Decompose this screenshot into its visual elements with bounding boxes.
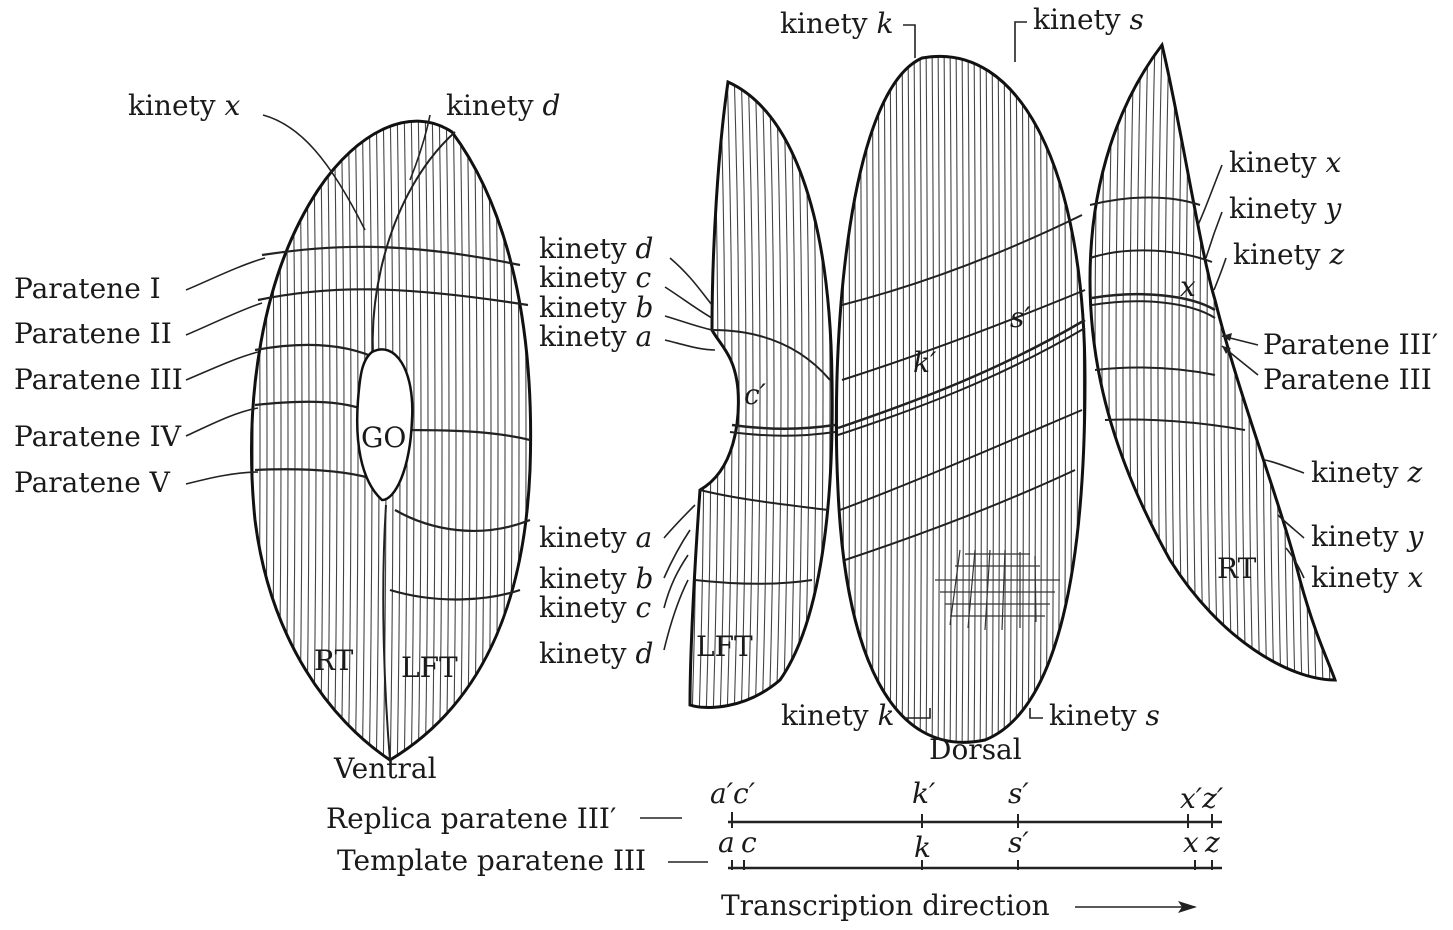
dorsal-inner-c-prime: c′ — [744, 378, 767, 411]
template-tick-x: x — [1183, 826, 1199, 859]
transcription-diagram: Replica paratene III′ a′c′ k′ s′ x′z′ Te… — [326, 777, 1224, 922]
dorsal-left-kinety-d-lower: kinety d — [539, 637, 653, 670]
paratene-iii-label: Paratene III — [14, 363, 183, 396]
dorsal-right-kinety-y-lower: kinety y — [1311, 520, 1425, 553]
paratene-v-label: Paratene V — [14, 466, 171, 499]
dorsal-caption: Dorsal — [929, 733, 1022, 766]
paratene-ii-line — [257, 288, 529, 307]
dorsal-top-kinety-s-label: kinety s — [1033, 3, 1144, 36]
dorsal-left-kinety-a-upper: kinety a — [539, 320, 652, 353]
template-tick-z: z — [1204, 826, 1220, 859]
dorsal-top-kinety-k-label: kinety k — [780, 7, 893, 40]
dorsal-inner-k-prime: k′ — [913, 346, 937, 379]
dorsal-bottom-kinety-k-label: kinety k — [781, 699, 894, 732]
dorsal-right-kinety-x-upper: kinety x — [1229, 146, 1342, 179]
template-paratene-label: Template paratene III — [337, 844, 646, 877]
dorsal-left-kinety-c-upper: kinety c — [539, 261, 652, 294]
go-label: GO — [361, 421, 406, 454]
ventral-kinety-d-label: kinety d — [446, 89, 560, 122]
ventral-lft-label: LFT — [401, 651, 458, 684]
dorsal-left-kinety-c-lower: kinety c — [539, 591, 652, 624]
replica-tick-s: s′ — [1008, 777, 1029, 810]
dorsal-inner-x: x — [1180, 270, 1196, 303]
dorsal-left-kinety-a-lower: kinety a — [539, 521, 652, 554]
dorsal-right-kinety-z-lower: kinety z — [1311, 456, 1423, 489]
paratene-i-line — [261, 245, 521, 267]
dorsal-left-kinety-b-lower: kinety b — [539, 562, 653, 595]
dorsal-center-body — [834, 54, 1087, 744]
dorsal-paratene-iii-label: Paratene III — [1263, 363, 1432, 396]
ventral-caption: Ventral — [333, 752, 437, 785]
dorsal-right-kinety-z-upper: kinety z — [1233, 238, 1345, 271]
dorsal-left-kinety-b-upper: kinety b — [539, 291, 653, 324]
template-tick-c: c — [741, 826, 757, 859]
go-opening — [355, 348, 414, 502]
dorsal-oral-pattern — [935, 549, 1060, 631]
replica-tick-xz: x′z′ — [1180, 782, 1224, 815]
ventral-kinety-x-label: kinety x — [128, 89, 241, 122]
paratene-i-label: Paratene I — [14, 272, 161, 305]
paratene-ii-label: Paratene II — [14, 317, 172, 350]
replica-tick-k: k′ — [912, 777, 936, 810]
dorsal-rt-label: RT — [1217, 552, 1257, 585]
dorsal-paratene-iii-prime-label: Paratene III′ — [1263, 328, 1438, 361]
dorsal-lft-label: LFT — [696, 630, 753, 663]
dorsal-bottom-kinety-s-label: kinety s — [1049, 699, 1160, 732]
dorsal-right-kinety-x-lower: kinety x — [1311, 561, 1424, 594]
template-tick-k: k — [914, 831, 931, 864]
template-tick-s: s′ — [1008, 826, 1029, 859]
replica-tick-ac: a′c′ — [710, 777, 756, 810]
template-tick-a: a — [718, 826, 735, 859]
dorsal-right-kinety-y-upper: kinety y — [1229, 192, 1343, 225]
dorsal-left-kinety-d-upper: kinety d — [539, 232, 653, 265]
dorsal-inner-s-prime: s′ — [1010, 301, 1031, 334]
ventral-rt-label: RT — [314, 644, 354, 677]
replica-paratene-label: Replica paratene III′ — [326, 802, 616, 835]
paratene-iv-label: Paratene IV — [14, 420, 182, 453]
transcription-direction-label: Transcription direction — [721, 889, 1050, 922]
